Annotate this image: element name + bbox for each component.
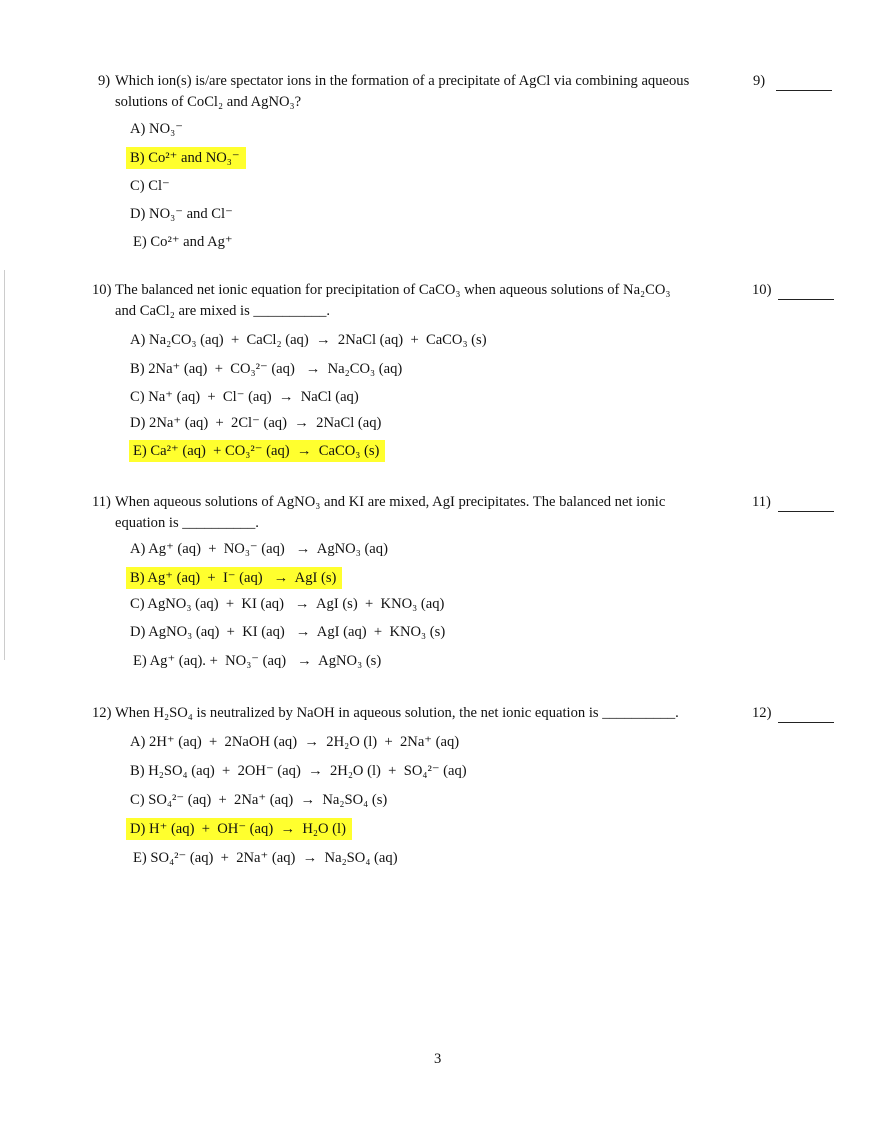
answer-option: A) NO₃⁻ [130,120,183,138]
question-text-line: The balanced net ionic equation for prec… [115,282,671,298]
highlighted-answer-option: B) Co²⁺ and NO₃⁻ [126,147,246,169]
highlighted-answer-option: D) H⁺ (aq) + OH⁻ (aq) → H₂O (l) [126,818,352,840]
option-text: E) Co²⁺ and Ag⁺ [133,234,233,250]
answer-option: C) Cl⁻ [130,177,170,195]
option-text: A) 2H⁺ (aq) + 2NaOH (aq) → 2H₂O (l) + 2N… [130,734,460,750]
option-text: D) AgNO₃ (aq) + KI (aq) → AgI (aq) + KNO… [130,624,446,640]
highlighted-answer-option: B) Ag⁺ (aq) + I⁻ (aq) → AgI (s) [126,567,343,589]
option-text: B) 2Na⁺ (aq) + CO₃²⁻ (aq) → Na₂CO₃ (aq) [130,361,403,377]
question-number: 9) [98,73,111,89]
question-number: 11) [92,494,111,510]
highlighted-answer-option: E) Ca²⁺ (aq) + CO₃²⁻ (aq) → CaCO₃ (s) [129,440,386,462]
option-text: E) Ca²⁺ (aq) + CO₃²⁻ (aq) → CaCO₃ (s) [129,440,386,462]
answer-label: 10) [752,282,772,298]
option-text: A) Ag⁺ (aq) + NO₃⁻ (aq) → AgNO₃ (aq) [130,541,388,557]
option-text: C) SO₄²⁻ (aq) + 2Na⁺ (aq) → Na₂SO₄ (s) [130,792,388,808]
question-text-line: Which ion(s) is/are spectator ions in th… [115,73,690,89]
answer-option: D) 2Na⁺ (aq) + 2Cl⁻ (aq) → 2NaCl (aq) [130,414,381,432]
answer-option: C) Na⁺ (aq) + Cl⁻ (aq) → NaCl (aq) [130,388,359,406]
option-text: A) NO₃⁻ [130,121,183,137]
answer-label: 12) [752,705,772,721]
option-text: C) AgNO₃ (aq) + KI (aq) → AgI (s) + KNO₃… [130,596,445,612]
answer-option: B) H₂SO₄ (aq) + 2OH⁻ (aq) → 2H₂O (l) + S… [130,762,467,780]
answer-blank[interactable] [778,721,834,723]
answer-option: A) Ag⁺ (aq) + NO₃⁻ (aq) → AgNO₃ (aq) [130,540,388,558]
answer-option: D) AgNO₃ (aq) + KI (aq) → AgI (aq) + KNO… [130,623,445,641]
answer-label: 9) [753,73,766,89]
question-text-line: solutions of CoCl₂ and AgNO₃? [115,94,302,110]
page-number: 3 [434,1051,442,1067]
answer-option: C) AgNO₃ (aq) + KI (aq) → AgI (s) + KNO₃… [130,595,444,613]
answer-option: B) 2Na⁺ (aq) + CO₃²⁻ (aq) → Na₂CO₃ (aq) [130,360,402,378]
option-text: D) 2Na⁺ (aq) + 2Cl⁻ (aq) → 2NaCl (aq) [130,415,382,431]
option-text: C) Na⁺ (aq) + Cl⁻ (aq) → NaCl (aq) [130,389,359,405]
answer-option: A) Na₂CO₃ (aq) + CaCl₂ (aq) → 2NaCl (aq)… [130,331,487,349]
question-number: 10) [92,282,112,298]
answer-blank[interactable] [778,510,834,512]
option-text: D) NO₃⁻ and Cl⁻ [130,206,233,222]
answer-blank[interactable] [776,89,832,91]
question-text-line: When aqueous solutions of AgNO₃ and KI a… [115,494,666,510]
answer-option: E) Co²⁺ and Ag⁺ [133,233,233,251]
question-text-line: When H₂SO₄ is neutralized by NaOH in aqu… [115,705,679,721]
option-text: C) Cl⁻ [130,178,170,194]
question-text-line: equation is __________. [115,515,259,531]
answer-blank[interactable] [778,298,834,300]
option-text: B) Co²⁺ and NO₃⁻ [126,147,246,169]
option-text: E) Ag⁺ (aq). + NO₃⁻ (aq) → AgNO₃ (s) [133,653,382,669]
question-text-line: and CaCl₂ are mixed is __________. [115,303,331,319]
option-text: B) H₂SO₄ (aq) + 2OH⁻ (aq) → 2H₂O (l) + S… [130,763,467,779]
option-text: A) Na₂CO₃ (aq) + CaCl₂ (aq) → 2NaCl (aq)… [130,332,487,348]
answer-option: C) SO₄²⁻ (aq) + 2Na⁺ (aq) → Na₂SO₄ (s) [130,791,387,809]
answer-option: E) Ag⁺ (aq). + NO₃⁻ (aq) → AgNO₃ (s) [133,652,381,670]
scan-edge-mark [4,270,5,660]
answer-option: E) SO₄²⁻ (aq) + 2Na⁺ (aq) → Na₂SO₄ (aq) [133,849,398,867]
answer-option: D) NO₃⁻ and Cl⁻ [130,205,233,223]
option-text: B) Ag⁺ (aq) + I⁻ (aq) → AgI (s) [126,567,343,589]
answer-label: 11) [752,494,771,510]
question-number: 12) [92,705,112,721]
answer-option: A) 2H⁺ (aq) + 2NaOH (aq) → 2H₂O (l) + 2N… [130,733,459,751]
option-text: E) SO₄²⁻ (aq) + 2Na⁺ (aq) → Na₂SO₄ (aq) [133,850,398,866]
option-text: D) H⁺ (aq) + OH⁻ (aq) → H₂O (l) [126,818,352,840]
